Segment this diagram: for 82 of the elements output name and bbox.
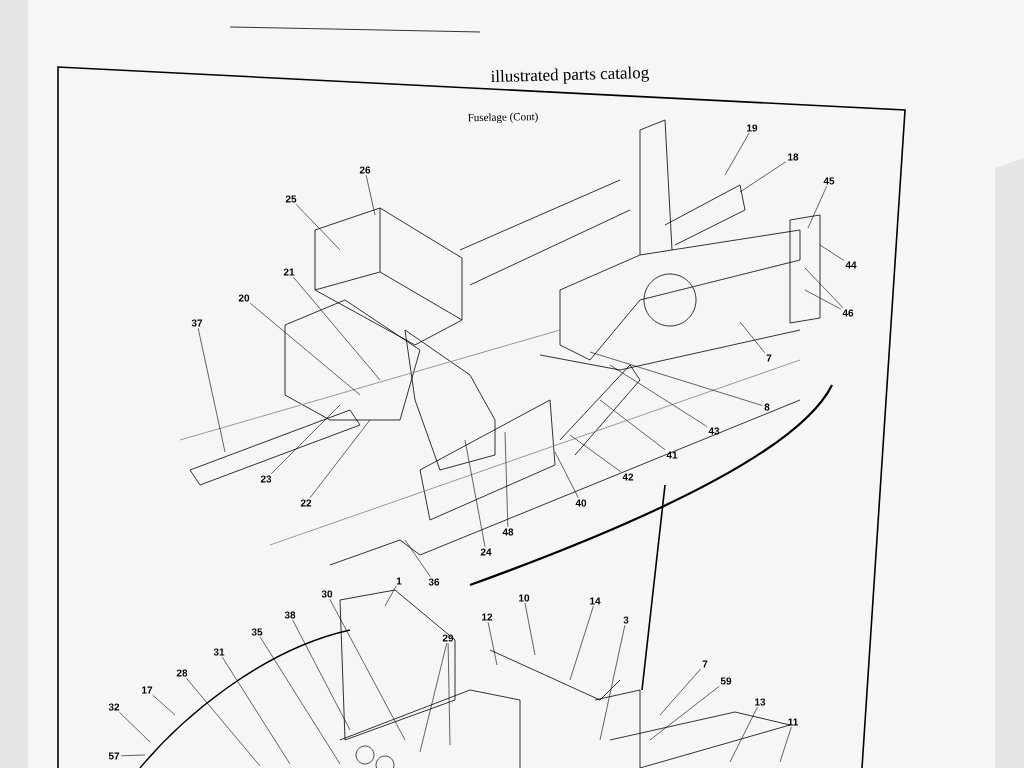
- leader-line: [819, 244, 845, 261]
- leader-line: [589, 351, 763, 406]
- callout-number: 19: [747, 124, 758, 132]
- leader-line: [309, 419, 371, 499]
- leader-line: [779, 726, 792, 763]
- leader-line: [599, 399, 666, 451]
- leader-line: [659, 668, 701, 716]
- callout-number: 8: [764, 403, 770, 411]
- leader-line: [260, 636, 341, 765]
- leader-line: [384, 585, 397, 607]
- callout-number: 1: [396, 577, 402, 585]
- callout-number: 44: [845, 261, 857, 269]
- leader-line: [365, 174, 376, 216]
- callout-number: 48: [502, 528, 514, 536]
- callout-number: 18: [788, 153, 799, 161]
- header-text: illustrated parts catalog: [491, 66, 649, 84]
- callout-number: 21: [283, 268, 295, 276]
- callout-number: 45: [823, 177, 835, 185]
- leader-line: [419, 642, 448, 753]
- diagram-title: Fuselage (Cont): [467, 112, 538, 124]
- leader-line: [649, 685, 720, 741]
- leader-line: [404, 539, 431, 578]
- leader-line: [804, 267, 844, 309]
- leader-line: [447, 642, 451, 746]
- callout-number: 7: [702, 660, 708, 668]
- leader-line: [569, 605, 594, 681]
- callout-number: 37: [191, 319, 203, 327]
- callout-number: 25: [285, 195, 297, 203]
- callout-number: 3: [623, 616, 629, 624]
- callout-number: 30: [321, 590, 333, 598]
- callout-number: 13: [755, 698, 766, 706]
- callout-number: 24: [480, 548, 492, 556]
- leader-line: [270, 404, 341, 475]
- callout-number: 26: [359, 166, 371, 174]
- leader-line: [807, 185, 827, 229]
- leader-line: [739, 321, 766, 354]
- leader-line: [295, 203, 341, 251]
- leader-line: [293, 276, 381, 381]
- callout-number: 59: [720, 677, 732, 685]
- leader-line: [487, 621, 498, 666]
- leader-line: [724, 132, 750, 176]
- leader-line: [804, 289, 842, 310]
- leader-line: [329, 598, 406, 741]
- callout-number: 32: [108, 703, 120, 711]
- callout-number: 12: [482, 613, 493, 621]
- callout-number: 17: [142, 686, 153, 694]
- leader-line: [599, 624, 626, 741]
- callout-number: 22: [300, 499, 312, 507]
- leader-line: [504, 431, 509, 528]
- callout-number: 31: [213, 648, 225, 656]
- leader-line: [524, 602, 536, 656]
- callout-number: 23: [260, 475, 272, 483]
- leader-line: [609, 364, 708, 427]
- callout-number: 46: [842, 309, 854, 317]
- leader-line: [197, 327, 226, 453]
- leader-line: [152, 694, 176, 716]
- leader-line: [222, 656, 291, 765]
- leader-line: [464, 439, 486, 548]
- callout-number: 42: [622, 473, 634, 481]
- leader-line: [554, 451, 579, 499]
- leader-line: [249, 302, 361, 396]
- callout-number: 29: [442, 634, 454, 642]
- leader-line: [739, 161, 787, 193]
- leader-line: [120, 754, 146, 757]
- callout-number: 41: [666, 451, 678, 459]
- callout-number: 20: [238, 294, 250, 302]
- leader-line: [292, 619, 351, 731]
- callout-number: 57: [108, 752, 120, 760]
- leader-line: [569, 434, 622, 473]
- callout-number: 36: [428, 578, 440, 586]
- callout-number: 11: [788, 718, 798, 726]
- callout-number: 28: [176, 669, 188, 677]
- callout-number: 38: [284, 611, 296, 619]
- callout-number: 35: [251, 628, 263, 636]
- callout-number: 14: [590, 597, 601, 605]
- leader-line: [119, 711, 151, 743]
- callout-number: 43: [708, 427, 720, 435]
- leader-line: [186, 677, 261, 767]
- callout-number: 10: [519, 594, 530, 602]
- callout-number: 40: [575, 499, 587, 507]
- callout-number: 7: [766, 354, 772, 362]
- leader-line: [729, 706, 758, 763]
